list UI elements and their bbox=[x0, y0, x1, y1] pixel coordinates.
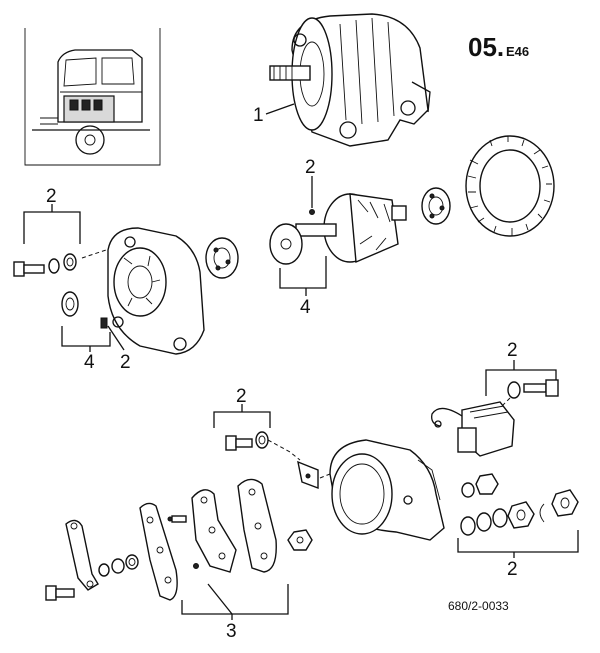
callout-2-front-shield: 2 bbox=[120, 352, 131, 373]
rear-nut-2 bbox=[551, 489, 579, 517]
rotor bbox=[269, 193, 407, 265]
vehicle-inset bbox=[24, 28, 161, 166]
regulator-bolt-shank bbox=[523, 383, 547, 393]
bracket-rear-nuts bbox=[457, 530, 579, 553]
inset-frame bbox=[24, 28, 161, 166]
rear-spring-washer bbox=[539, 503, 545, 523]
front-key-pin bbox=[100, 317, 108, 329]
callout-2-regulator: 2 bbox=[507, 340, 518, 361]
lever-bolt-head bbox=[45, 585, 57, 601]
callout-4-rotor: 4 bbox=[300, 297, 311, 318]
brush-bolt-shank bbox=[235, 438, 253, 448]
front-seal-ring bbox=[61, 291, 79, 317]
regulator-connector bbox=[457, 427, 477, 453]
front-washer-2 bbox=[63, 253, 77, 271]
brush-holder-bolt-set bbox=[225, 431, 269, 451]
rear-nut-washer-set bbox=[460, 473, 579, 536]
brush-washer bbox=[255, 431, 269, 449]
rectifier-nut bbox=[287, 529, 313, 551]
callout-1-alternator: 1 bbox=[253, 105, 264, 126]
bracket-front-bolts bbox=[23, 211, 81, 244]
rear-nut-small bbox=[475, 473, 499, 495]
section-number: 05. bbox=[468, 32, 504, 62]
callout-2-front-bolts: 2 bbox=[46, 186, 57, 207]
rectifier-plate-2 bbox=[191, 489, 237, 573]
rear-washer-2 bbox=[476, 512, 492, 532]
front-bolt-head bbox=[13, 261, 25, 277]
callout-2-rotor-key: 2 bbox=[305, 157, 316, 178]
callout-3-rectifier: 3 bbox=[226, 621, 237, 642]
front-end-shield bbox=[107, 227, 205, 355]
truck-icon bbox=[32, 49, 150, 155]
drawing-code: 680/2-0033 bbox=[448, 599, 509, 613]
brush-bolt-head bbox=[225, 435, 237, 451]
bracket-rotor bbox=[279, 256, 327, 289]
regulator-bolt-set bbox=[507, 379, 559, 399]
rotor-key bbox=[309, 209, 315, 215]
bracket-regulator-bolts bbox=[485, 369, 557, 396]
rotor-shaft bbox=[295, 223, 337, 237]
callout-2-rear-nuts: 2 bbox=[507, 559, 518, 580]
regulator-washer bbox=[507, 381, 521, 399]
rear-washer-1 bbox=[460, 516, 476, 536]
bracket-brush-holder bbox=[213, 411, 271, 428]
rotor-slip-ring bbox=[391, 205, 407, 221]
bracket-front-shield bbox=[61, 326, 111, 347]
front-bearing bbox=[205, 237, 239, 279]
brush-clip bbox=[297, 460, 319, 490]
alternator-shaft bbox=[269, 65, 311, 81]
rear-end-housing bbox=[329, 439, 445, 541]
lever-screw bbox=[193, 563, 199, 569]
lever-washer-2 bbox=[111, 558, 125, 574]
rear-washer-3 bbox=[492, 508, 508, 528]
rectifier-plate-1 bbox=[139, 502, 178, 601]
front-bolt-set bbox=[13, 253, 77, 277]
voltage-regulator bbox=[431, 401, 515, 457]
lever-bolt-shank bbox=[55, 588, 75, 598]
section-suffix: E46 bbox=[506, 44, 529, 59]
front-washer-1 bbox=[48, 258, 60, 274]
lever-washer-3 bbox=[125, 554, 139, 570]
regulator-bolt-head bbox=[545, 379, 559, 397]
bracket-rectifier-plates bbox=[181, 584, 289, 615]
callout-2-brush-holder: 2 bbox=[236, 386, 247, 407]
rear-nut-1 bbox=[507, 501, 535, 529]
stator-bearing bbox=[421, 187, 451, 225]
rectifier-diode-pin bbox=[167, 515, 187, 523]
stator bbox=[465, 135, 555, 237]
lever-washer-1 bbox=[98, 563, 110, 577]
regulator-wire bbox=[431, 407, 463, 427]
leader-line-1 bbox=[265, 103, 295, 115]
callout-4-front-shield: 4 bbox=[84, 352, 95, 373]
mounting-lever bbox=[65, 519, 99, 591]
lever-bolt-set bbox=[45, 554, 199, 601]
front-bolt-shank bbox=[23, 264, 45, 274]
rear-washer-small bbox=[461, 482, 475, 498]
section-header: 05. E46 bbox=[468, 32, 529, 62]
rectifier-plate-3 bbox=[237, 478, 277, 573]
rotor-fan-disc bbox=[269, 223, 303, 265]
alternator-assembly bbox=[269, 13, 431, 147]
